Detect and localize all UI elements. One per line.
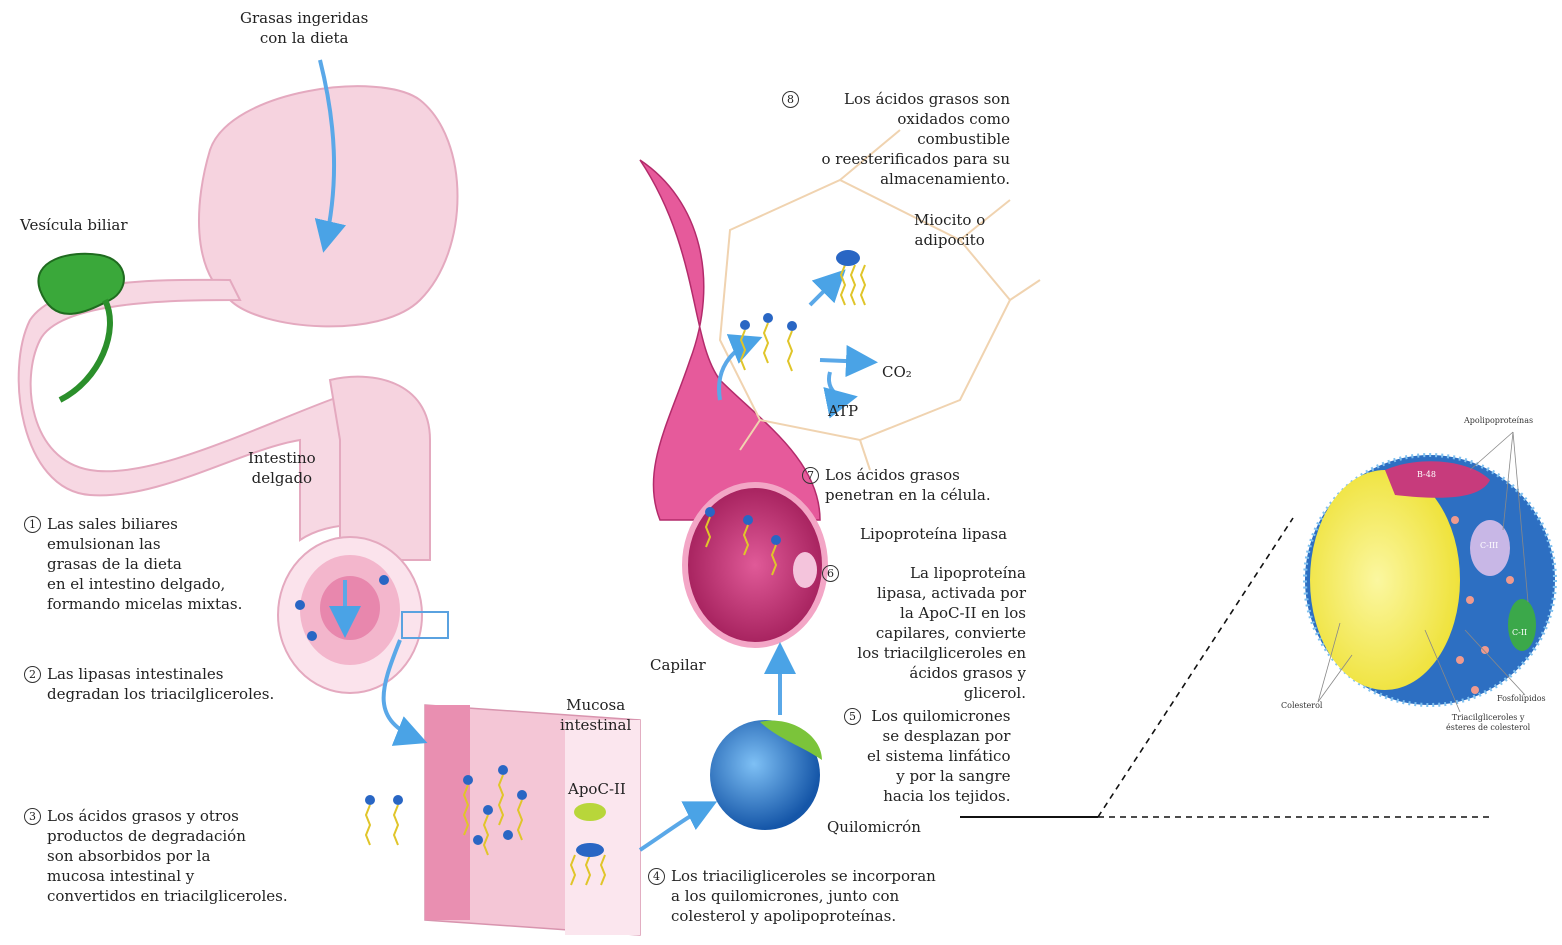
step-7: 7 Los ácidos grasos penetran en la célul… <box>802 465 991 505</box>
step-8: 8 Los ácidos grasos son oxidados como co… <box>782 89 1010 189</box>
dietary-fats-label: Grasas ingeridas con la dieta <box>240 8 368 48</box>
mucosa-block <box>425 705 640 935</box>
step-text: Los ácidos grasos son oxidados como comb… <box>805 89 1010 189</box>
step-text: Las sales biliares emulsionan las grasas… <box>47 514 242 614</box>
step-number: 1 <box>24 516 41 533</box>
step-6: 6 La lipoproteína lipasa, activada por l… <box>822 563 1026 703</box>
step-text: Los triaciligliceroles se incorporan a l… <box>671 866 936 926</box>
step-2: 2 Las lipasas intestinales degradan los … <box>24 664 274 704</box>
capillary-shape <box>640 160 825 645</box>
chylomicron-sphere <box>710 720 822 830</box>
intestinal-mucosa-label: Mucosa intestinal <box>560 695 631 735</box>
phospholipids-label: Fosfolípidos <box>1497 694 1546 704</box>
myocyte-label: Miocito o adipocito <box>914 210 985 250</box>
step-4: 4 Los triaciligliceroles se incorporan a… <box>648 866 936 926</box>
step-number: 3 <box>24 808 41 825</box>
step-text: Los ácidos grasos penetran en la célula. <box>825 465 991 505</box>
tag-esters-label: Triacilgliceroles y ésteres de colestero… <box>1446 713 1530 733</box>
cholesterol-label: Colesterol <box>1281 701 1322 711</box>
c3-label: C-III <box>1480 541 1498 550</box>
step-3: 3 Los ácidos grasos y otros productos de… <box>24 806 288 906</box>
chylomicron-label: Quilomicrón <box>827 817 921 837</box>
b48-label: B-48 <box>1417 470 1436 479</box>
step-text: Los quilomicrones se desplazan por el si… <box>867 706 1010 806</box>
capillary-label: Capilar <box>650 655 706 675</box>
stomach-intestine-shape <box>19 86 458 560</box>
lipoprotein-lipase-label: Lipoproteína lipasa <box>860 524 1007 544</box>
co2-label: CO₂ <box>882 362 912 382</box>
step-text: Los ácidos grasos y otros productos de d… <box>47 806 288 906</box>
step-number: 7 <box>802 467 819 484</box>
step-number: 2 <box>24 666 41 683</box>
step-5: 5 Los quilomicrones se desplazan por el … <box>844 706 1026 806</box>
c2-label: C-II <box>1512 628 1527 637</box>
step-text: Las lipasas intestinales degradan los tr… <box>47 664 274 704</box>
step-number: 8 <box>782 91 799 108</box>
step-number: 5 <box>844 708 861 725</box>
step-number: 6 <box>822 565 839 582</box>
small-intestine-label: Intestino delgado <box>248 448 316 488</box>
apoc2-label: ApoC-II <box>568 779 626 799</box>
gallbladder-label: Vesícula biliar <box>20 215 128 235</box>
step-1: 1 Las sales biliares emulsionan las gras… <box>24 514 242 614</box>
step-number: 4 <box>648 868 665 885</box>
step-text: La lipoproteína lipasa, activada por la … <box>845 563 1026 703</box>
apolipoproteins-label: Apolipoproteínas <box>1464 416 1533 426</box>
atp-label: ATP <box>828 401 858 421</box>
